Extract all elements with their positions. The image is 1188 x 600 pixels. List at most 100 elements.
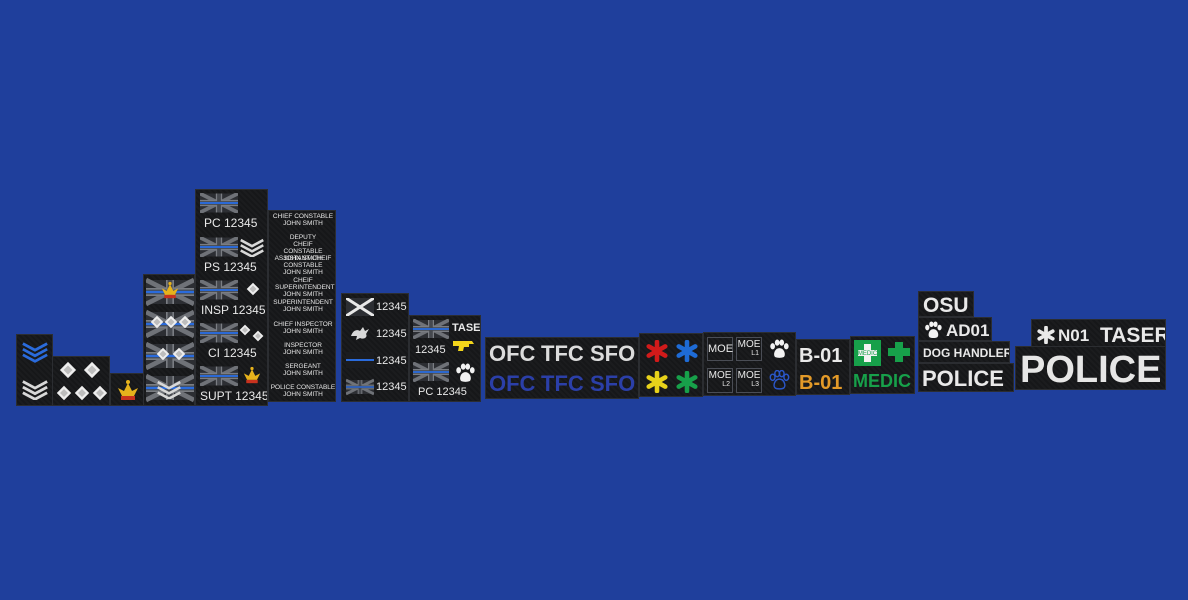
collar-number-3: 12345	[376, 355, 407, 367]
paw-patch-1	[765, 337, 793, 361]
police-large-patch: POLICE	[1015, 346, 1166, 390]
ps-number-label: PS 12345	[204, 260, 257, 274]
union-flag-icon	[413, 362, 449, 382]
crown-icon	[160, 281, 180, 299]
union-flag-icon	[413, 319, 449, 339]
rank-number-patches: PC 12345 PS 12345 INSP 12345 CI 12345 SU…	[195, 189, 268, 406]
medical-cross-icon: MEDIC	[854, 340, 881, 366]
taser-label: TASER	[452, 322, 481, 334]
thin-blue-line-icon	[346, 352, 374, 368]
paw-patch-2	[765, 368, 793, 393]
chevron-icon	[156, 379, 182, 399]
moe-l3-patch: MOE L3	[736, 368, 762, 393]
sfo-label-blue: SFO	[590, 371, 636, 396]
pc-number-label: PC 12345	[204, 216, 258, 230]
n01-label: N01	[1058, 326, 1090, 345]
collar-number-4: 12345	[376, 381, 407, 393]
chevron-icon	[239, 237, 265, 257]
ad01-patch: AD01	[918, 317, 992, 341]
star-of-life-icon	[646, 340, 668, 362]
pip-icon	[150, 315, 164, 329]
ad01-label: AD01	[946, 321, 990, 340]
chevron-icon	[22, 342, 48, 363]
pip-icon	[246, 282, 260, 296]
star-of-life-icon	[676, 371, 698, 393]
tfc-label: TFC	[541, 341, 584, 366]
collar-number-1: 12345	[376, 301, 407, 313]
police-large-label: POLICE	[1020, 349, 1162, 390]
medical-cross-icon	[888, 342, 910, 362]
dog-handler-label: DOG HANDLER	[923, 346, 1010, 360]
pip-icon	[239, 324, 251, 336]
union-flag-icon	[346, 378, 374, 396]
pip-icon	[172, 347, 186, 361]
star-of-life-icon	[646, 371, 668, 393]
union-flag-icon	[200, 280, 238, 300]
b01-patches: B-01 B-01	[796, 339, 850, 395]
crown-icon	[116, 379, 140, 401]
paw-icon	[454, 363, 476, 383]
ofc-label-blue: OFC	[489, 371, 536, 396]
pc-dog-number-label: PC 12345	[418, 386, 467, 398]
union-flag-icon	[200, 366, 238, 386]
pip-icon	[156, 347, 170, 361]
pip-icon	[164, 315, 178, 329]
osu-label: OSU	[923, 294, 969, 317]
pip-icon	[92, 385, 108, 401]
union-flag-icon	[200, 193, 238, 213]
dog-handler-patch: DOG HANDLER	[918, 341, 1010, 363]
pip-icon	[83, 361, 101, 379]
pip-icon	[178, 315, 192, 329]
supt-number-label: SUPT 12345	[200, 389, 268, 403]
pips-patch	[52, 356, 110, 406]
pip-icon	[74, 385, 90, 401]
moe-l1-patch: MOE L1	[736, 337, 762, 361]
collar-number-patches: 12345 12345 12345 12345	[341, 293, 409, 402]
taser-icon	[453, 341, 474, 351]
pip-icon	[56, 385, 72, 401]
chevron-icon	[21, 378, 49, 400]
moe-patches: MOE MOE L1 MOE L2 MOE L3	[703, 332, 796, 396]
star-of-life-patches	[639, 333, 703, 397]
union-flag-icon	[200, 323, 238, 343]
osu-patch: OSU	[918, 291, 974, 317]
moe-l2-patch: MOE L2	[707, 368, 733, 393]
medic-label: MEDIC	[853, 371, 911, 391]
union-flag-icon	[146, 341, 194, 371]
collar-number-2: 12345	[376, 328, 407, 340]
paw-icon	[769, 370, 790, 390]
collar-number-5: 12345	[415, 344, 446, 356]
star-of-life-icon	[676, 340, 698, 362]
role-abbreviation-patches: OFC TFC SFO OFC TFC SFO	[485, 337, 639, 399]
saltire-flag-icon	[346, 298, 374, 316]
pip-icon	[59, 361, 77, 379]
sergeant-chevron-patch	[16, 334, 53, 406]
insp-number-label: INSP 12345	[201, 303, 266, 317]
medic-patches: MEDIC MEDIC	[850, 336, 915, 394]
tfc-label-blue: TFC	[541, 371, 584, 396]
union-flag-icon	[200, 237, 238, 257]
police-small-patch: POLICE	[918, 363, 1014, 392]
moe-patch-1: MOE	[707, 337, 733, 361]
osu-dog-handler-patches: OSU AD01 DOG HANDLER POLICE	[918, 291, 1014, 392]
n01-taser-patch: N01 TASER	[1031, 319, 1166, 349]
welsh-dragon-icon	[351, 327, 369, 340]
b01-label-white: B-01	[799, 345, 843, 367]
b01-label-orange: B-01	[799, 372, 843, 394]
taser-large-label: TASER	[1100, 324, 1166, 347]
ci-number-label: CI 12345	[208, 346, 257, 360]
paw-icon	[768, 339, 790, 359]
paw-icon	[923, 321, 943, 339]
crown-icon	[242, 366, 262, 384]
svg-text:MEDIC: MEDIC	[858, 351, 878, 357]
